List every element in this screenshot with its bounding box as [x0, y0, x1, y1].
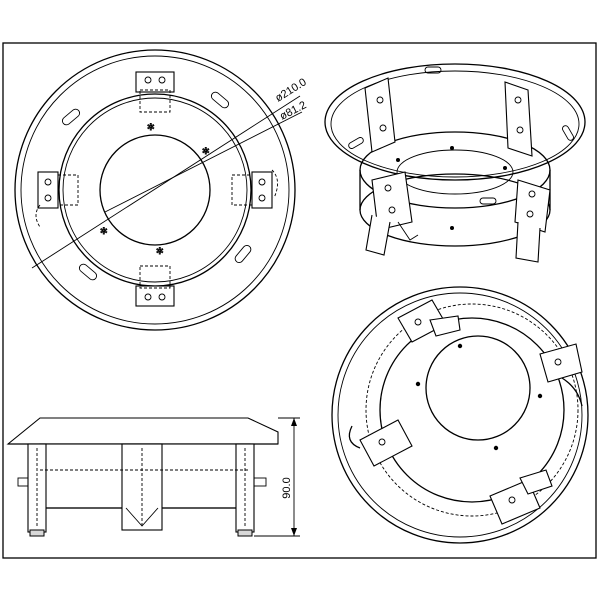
iso-slots — [348, 66, 574, 205]
side-view-bracket-center — [121, 443, 163, 531]
bottom-view — [331, 286, 589, 544]
bottom-view-bracket-bottom — [489, 469, 553, 525]
svg-text:✲: ✲ — [100, 226, 108, 236]
top-view-bracket-top — [135, 71, 175, 113]
side-view: 90.0 — [6, 417, 300, 537]
top-view-middle-ring — [58, 93, 252, 287]
iso-outer-ring-inner — [330, 70, 580, 178]
bottom-view-screw-dots — [415, 343, 551, 451]
side-view-top-flange — [6, 417, 279, 445]
bottom-view-outer-ring — [331, 286, 589, 544]
top-view: ✲ ✲ ✲ ✲ ø210.0 ø81.2 — [14, 49, 309, 331]
bottom-view-bracket-left — [348, 419, 413, 467]
bottom-view-bracket-top — [397, 299, 461, 343]
iso-bracket-back-left — [364, 77, 396, 153]
bottom-view-outer-ring-inner — [337, 292, 583, 538]
iso-outer-ring — [324, 63, 586, 181]
iso-screw-dots — [396, 146, 507, 230]
bottom-view-middle-ring — [379, 317, 565, 503]
dim-line-outer-diameter — [31, 95, 301, 269]
svg-text:✲: ✲ — [202, 146, 210, 156]
top-view-outer-ring — [14, 49, 296, 331]
top-view-middle-ring-inner — [62, 97, 248, 283]
bottom-view-middle-ring-dashed — [365, 303, 579, 517]
iso-bracket-front-left — [365, 171, 419, 256]
top-view-screw-marks: ✲ ✲ ✲ ✲ — [100, 122, 210, 257]
top-view-bracket-bottom — [135, 265, 175, 307]
isometric-view — [324, 63, 586, 263]
iso-bracket-back-right — [504, 81, 533, 157]
bottom-view-bracket-right — [539, 343, 583, 407]
top-view-center-hole — [99, 134, 211, 246]
top-view-outer-ring-inner — [20, 55, 290, 325]
svg-text:✲: ✲ — [156, 246, 164, 256]
bottom-view-center-hole — [425, 335, 531, 441]
iso-center-hole — [396, 149, 514, 195]
top-view-bracket-right — [231, 169, 278, 209]
dim-label-height: 90.0 — [281, 477, 293, 498]
dim-line-inner-diameter — [104, 111, 303, 213]
side-view-bracket-right — [235, 443, 267, 537]
top-view-bracket-left — [35, 171, 79, 228]
svg-text:✲: ✲ — [147, 122, 155, 132]
drawing-frame — [2, 42, 597, 559]
side-view-bracket-left — [17, 443, 47, 537]
top-view-slots — [61, 91, 252, 281]
iso-bracket-front-right — [514, 179, 551, 263]
